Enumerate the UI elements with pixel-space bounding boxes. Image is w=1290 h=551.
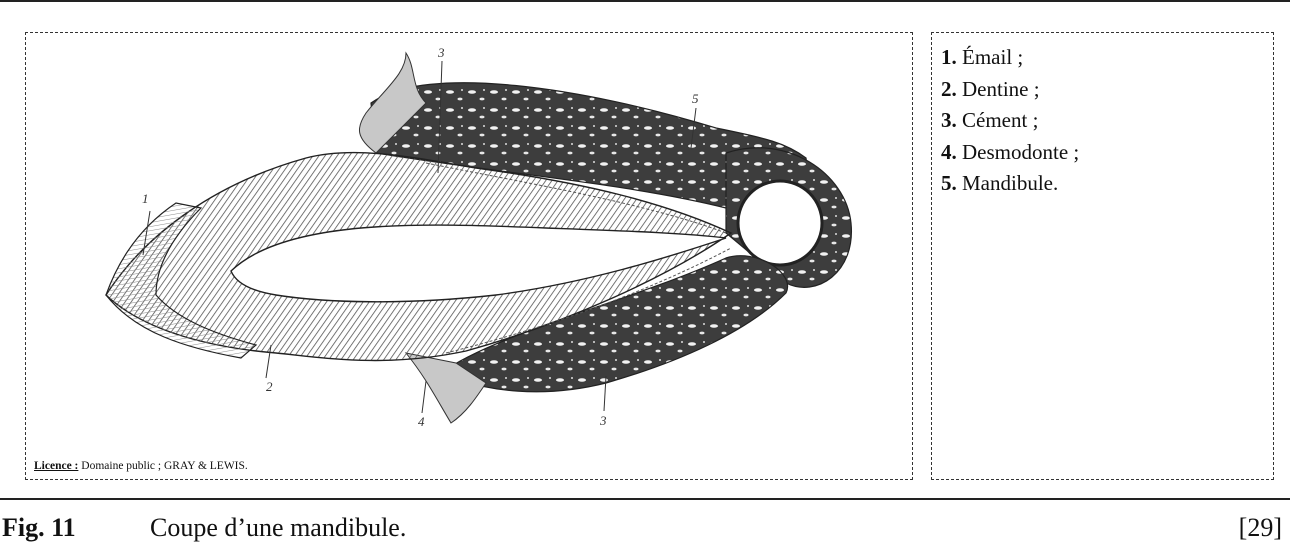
legend-number: 4.: [941, 140, 957, 164]
drawing-label-5: 5: [692, 91, 699, 106]
legend-text: Cément ;: [957, 108, 1039, 132]
legend-text: Dentine ;: [957, 77, 1040, 101]
drawing-label-3-bottom: 3: [599, 413, 607, 428]
legend-item: 2. Dentine ;: [941, 74, 1273, 106]
figure-caption: Fig. 11 Coupe d’une mandibule. [29]: [0, 508, 1290, 548]
legend-item: 5. Mandibule.: [941, 168, 1273, 200]
legend-text: Desmodonte ;: [957, 140, 1079, 164]
license-label: Licence :: [34, 460, 78, 472]
drawing-label-4: 4: [418, 414, 425, 429]
figure-frame: 1 2 3 4 3 5 Licence : Domaine public ; G…: [0, 0, 1290, 500]
license-note: Licence : Domaine public ; GRAY & LEWIS.: [34, 460, 248, 472]
figure-reference: [29]: [1239, 508, 1282, 548]
legend-item: 1. Émail ;: [941, 42, 1273, 74]
legend-item: 3. Cément ;: [941, 105, 1273, 137]
legend-text: Mandibule.: [957, 171, 1058, 195]
drawing-label-1: 1: [142, 191, 149, 206]
legend-number: 5.: [941, 171, 957, 195]
figure-title: Coupe d’une mandibule.: [150, 508, 406, 548]
legend-item: 4. Desmodonte ;: [941, 137, 1273, 169]
legend-number: 1.: [941, 45, 957, 69]
drawing-label-3-top: 3: [437, 45, 445, 60]
license-text: Domaine public ; GRAY & LEWIS.: [78, 460, 247, 472]
figure-number: Fig. 11: [2, 508, 76, 548]
legend-text: Émail ;: [957, 45, 1024, 69]
legend-panel: 1. Émail ; 2. Dentine ; 3. Cément ; 4. D…: [931, 32, 1274, 480]
legend-list: 1. Émail ; 2. Dentine ; 3. Cément ; 4. D…: [932, 33, 1273, 200]
drawing-label-2: 2: [266, 379, 273, 394]
legend-number: 2.: [941, 77, 957, 101]
mandible-section-illustration: 1 2 3 4 3 5: [26, 33, 911, 478]
legend-number: 3.: [941, 108, 957, 132]
figure-image-panel: 1 2 3 4 3 5 Licence : Domaine public ; G…: [25, 32, 913, 480]
